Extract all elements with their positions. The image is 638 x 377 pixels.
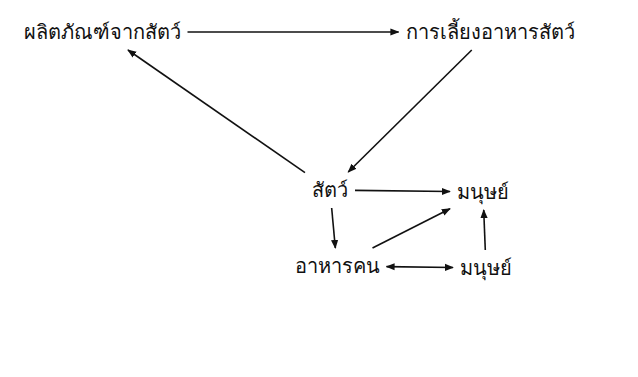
text-node: การเลี้ยงอาหารสัตว์ <box>402 17 579 47</box>
text-node: ผลิตภัณฑ์จากสัตว์ <box>20 17 185 47</box>
node-label: อาหารคน <box>295 253 380 279</box>
arrow-connector <box>188 31 399 33</box>
text-node: สัตว์ <box>308 175 352 205</box>
arrow-connector <box>387 266 454 268</box>
text-node: มนุษย์ <box>456 253 516 283</box>
arrow-connector <box>332 208 336 248</box>
text-node: อาหารคน <box>291 251 384 281</box>
node-label: การเลี้ยงอาหารสัตว์ <box>406 19 575 45</box>
text-node: มนุษย์ <box>453 177 513 207</box>
node-label: สัตว์ <box>312 177 348 203</box>
node-label: มนุษย์ <box>457 179 509 205</box>
arrow-connector <box>348 50 472 172</box>
arrow-connector <box>484 210 486 250</box>
arrow-connector <box>373 209 450 248</box>
arrow-connector <box>355 190 450 191</box>
arrow-connector <box>128 50 305 173</box>
node-label: มนุษย์ <box>460 255 512 281</box>
node-label: ผลิตภัณฑ์จากสัตว์ <box>24 19 181 45</box>
